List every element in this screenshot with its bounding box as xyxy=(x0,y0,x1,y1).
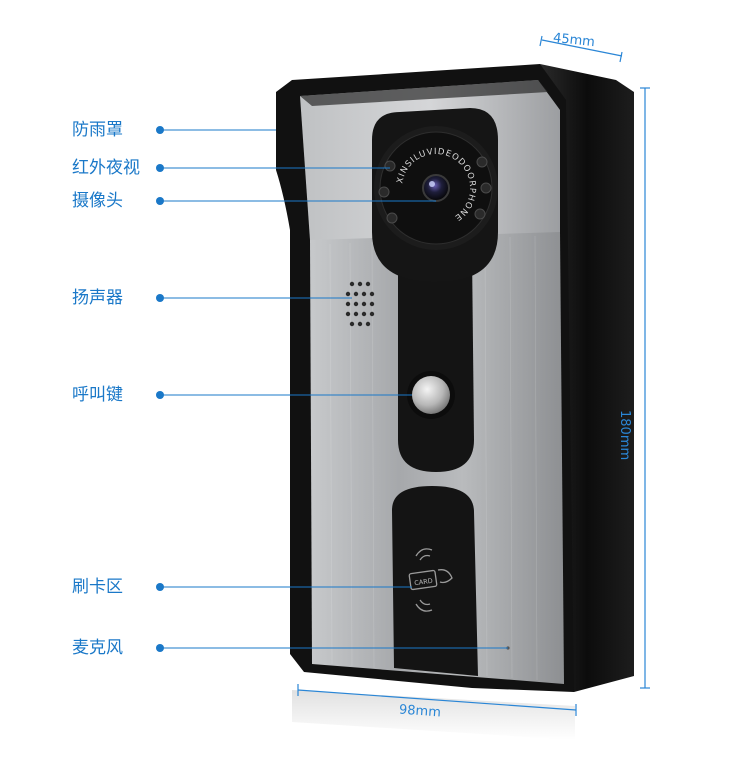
card-label: CARD xyxy=(414,577,433,587)
label-infrared-night-vision: 红外夜视 xyxy=(72,158,140,178)
label-rain-cover: 防雨罩 xyxy=(72,120,123,140)
card-reader-icon xyxy=(408,548,453,612)
dimension-width: 98mm xyxy=(398,702,442,721)
center-stripe xyxy=(398,252,474,472)
label-call-button: 呼叫键 xyxy=(72,385,123,405)
label-microphone: 麦克风 xyxy=(72,638,123,658)
speaker-grill xyxy=(345,281,375,327)
label-camera: 摄像头 xyxy=(72,191,123,211)
callout-lines xyxy=(160,129,508,649)
infrared-leds xyxy=(378,156,492,224)
dimension-height: 180mm xyxy=(617,410,632,461)
callout-dots xyxy=(156,126,164,652)
label-speaker: 扬声器 xyxy=(72,288,123,308)
card-panel xyxy=(392,486,478,676)
dimension-lines xyxy=(297,35,650,716)
label-card-area: 刷卡区 xyxy=(72,577,123,597)
call-button[interactable] xyxy=(412,376,450,414)
camera-lens xyxy=(422,174,450,202)
reflection xyxy=(292,690,575,740)
